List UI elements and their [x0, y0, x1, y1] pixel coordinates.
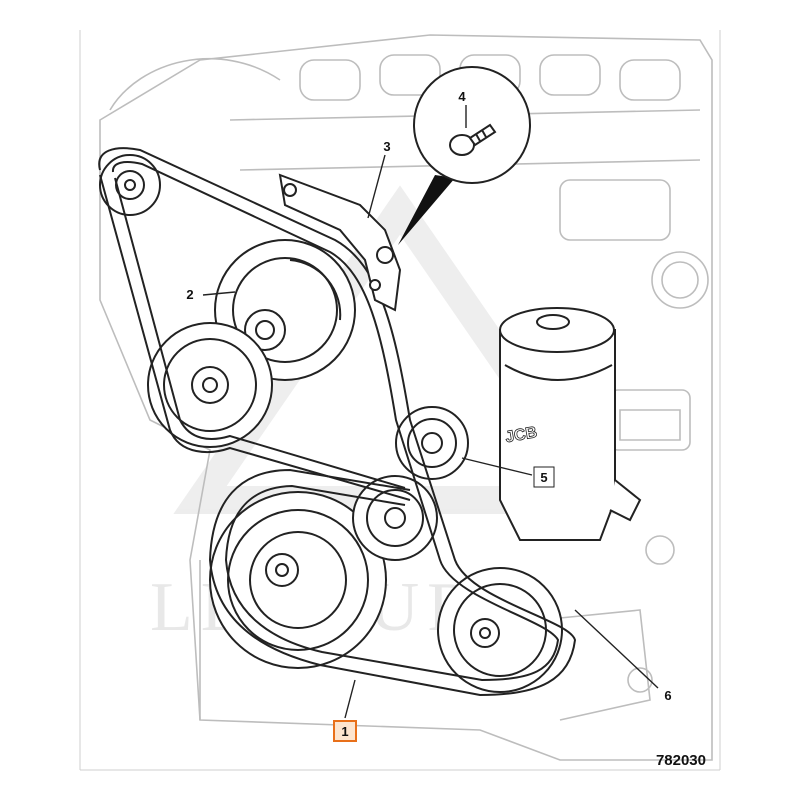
detail-pointer: [398, 175, 455, 245]
pulleys: [99, 154, 563, 693]
idler-pulley: [395, 406, 469, 480]
filter-top: [499, 307, 615, 353]
detail-bubble: [398, 66, 531, 245]
oil-filter: JCB: [499, 307, 642, 541]
belt-tensioner: [278, 173, 402, 312]
callout-5: 5: [540, 470, 547, 485]
filter-bracket: [609, 479, 642, 522]
figure-number: 782030: [656, 752, 706, 769]
detail-circle: [413, 66, 531, 184]
belt-inner-path: [112, 161, 560, 682]
callout-2: 2: [186, 287, 193, 302]
callout-1-box: [333, 720, 357, 742]
callout-1: 1: [341, 724, 348, 739]
bolt-icon: [449, 123, 497, 156]
belt-outer-path: [98, 147, 577, 697]
leader-2: [202, 291, 236, 296]
crankshaft-pulley: [209, 491, 387, 669]
boss-1: [559, 179, 671, 241]
leader-lines: [202, 105, 659, 719]
port-2: [379, 54, 441, 96]
boss-3: [627, 667, 653, 693]
callout-5-box: [533, 466, 555, 488]
tensioner-bolt-icon: [376, 246, 394, 264]
oil-cap-inner: [661, 261, 699, 299]
alternator-pulley: [99, 154, 161, 216]
engine-outline: [99, 34, 713, 761]
belt-left-run: [99, 174, 411, 501]
crank-upper-pulley: [147, 322, 273, 448]
callout-6: 6: [664, 688, 671, 703]
filter-ribs: [504, 364, 613, 381]
oil-cap-icon: [651, 251, 709, 309]
leader-6: [574, 609, 659, 689]
lower-right-pulley: [437, 567, 563, 693]
belt-left-run-inner: [114, 177, 406, 489]
filter-cap: [536, 314, 570, 330]
drive-belt: [98, 147, 577, 697]
callout-4: 4: [458, 89, 466, 104]
callout-3: 3: [383, 139, 390, 154]
mount-outline: [539, 609, 651, 721]
boss-2: [645, 535, 675, 565]
leader-3: [367, 154, 386, 219]
filter-logo-icon: JCB: [504, 424, 538, 446]
port-5: [619, 59, 681, 101]
middle-idler-pulley: [352, 475, 438, 561]
alternator-body: [109, 58, 281, 111]
leader-5: [461, 457, 533, 476]
sensor-icon: [619, 409, 681, 441]
leader-1: [344, 679, 356, 719]
port-4: [539, 54, 601, 96]
sensor-housing: [609, 389, 691, 451]
port-1: [299, 59, 361, 101]
